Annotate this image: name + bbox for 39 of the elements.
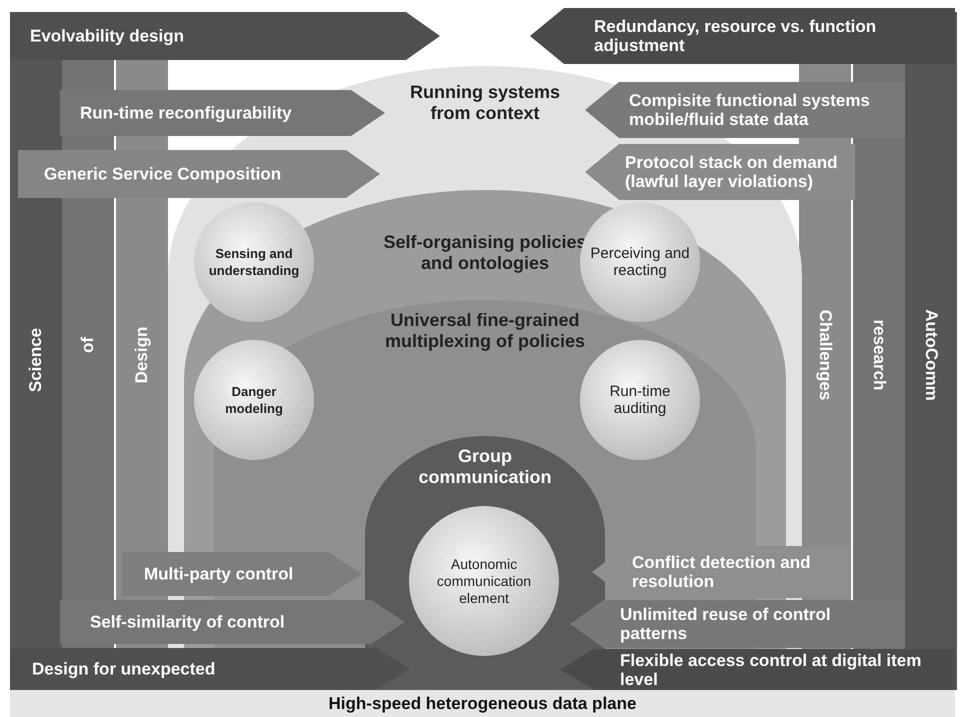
arrow-band: [60, 90, 385, 136]
circle-label: Danger modeling: [224, 383, 284, 417]
vertical-label: Challenges: [815, 310, 835, 400]
arrow-label: Protocol stack on demand (lawful layer violations): [625, 153, 839, 191]
arrow-band: [10, 648, 410, 690]
vertical-label: Science: [26, 328, 46, 392]
vertical-label: research: [869, 320, 889, 390]
arrow-label: Compisite functional systems mobile/fluid state data: [629, 91, 871, 129]
base-band: [10, 690, 955, 717]
arrow-label: Redundancy, resource vs. function adjustment: [594, 17, 878, 55]
arrow-band: [585, 144, 855, 200]
vertical-label: Design: [132, 326, 152, 384]
circle-label: Perceiving and reacting: [589, 245, 691, 279]
circle-label: Sensing and understanding: [208, 245, 300, 279]
arrow-band: [10, 12, 440, 60]
arrow-band: [122, 552, 362, 596]
arch-label: Universal fine-grained multiplexing of policies: [384, 310, 586, 352]
vertical-label: AutoComm: [921, 309, 941, 401]
arrow-label: Unlimited reuse of control patterns: [620, 605, 832, 643]
arch-label: Group communication: [417, 446, 552, 488]
arrow-label: Design for unexpected: [32, 660, 216, 678]
vertical-label: of: [78, 336, 98, 354]
arrow-band: [530, 8, 955, 64]
arrow-band: [570, 600, 905, 648]
arrow-band: [60, 600, 405, 644]
circle-label: Run-time auditing: [608, 383, 672, 417]
arrow-label: Multi-party control: [144, 564, 294, 584]
arrow-label: Self-similarity of control: [90, 612, 286, 632]
arrow-label: Flexible access control at digital item level: [620, 650, 922, 688]
base-label: High-speed heterogeneous data plane: [328, 693, 636, 715]
arrow-label: Evolvability design: [30, 26, 185, 46]
arrow-band: [560, 649, 955, 690]
arrow-band: [18, 150, 380, 198]
circle-label: Autonomic communication element: [436, 556, 532, 606]
arrow-label: Conflict detection and resolution: [632, 553, 812, 591]
arrow-label: Run-time reconfigurability: [80, 104, 293, 122]
arrow-label: Generic Service Composition: [44, 164, 282, 184]
arrow-band: [585, 82, 905, 138]
arch-label: Running systems from context: [408, 82, 562, 124]
